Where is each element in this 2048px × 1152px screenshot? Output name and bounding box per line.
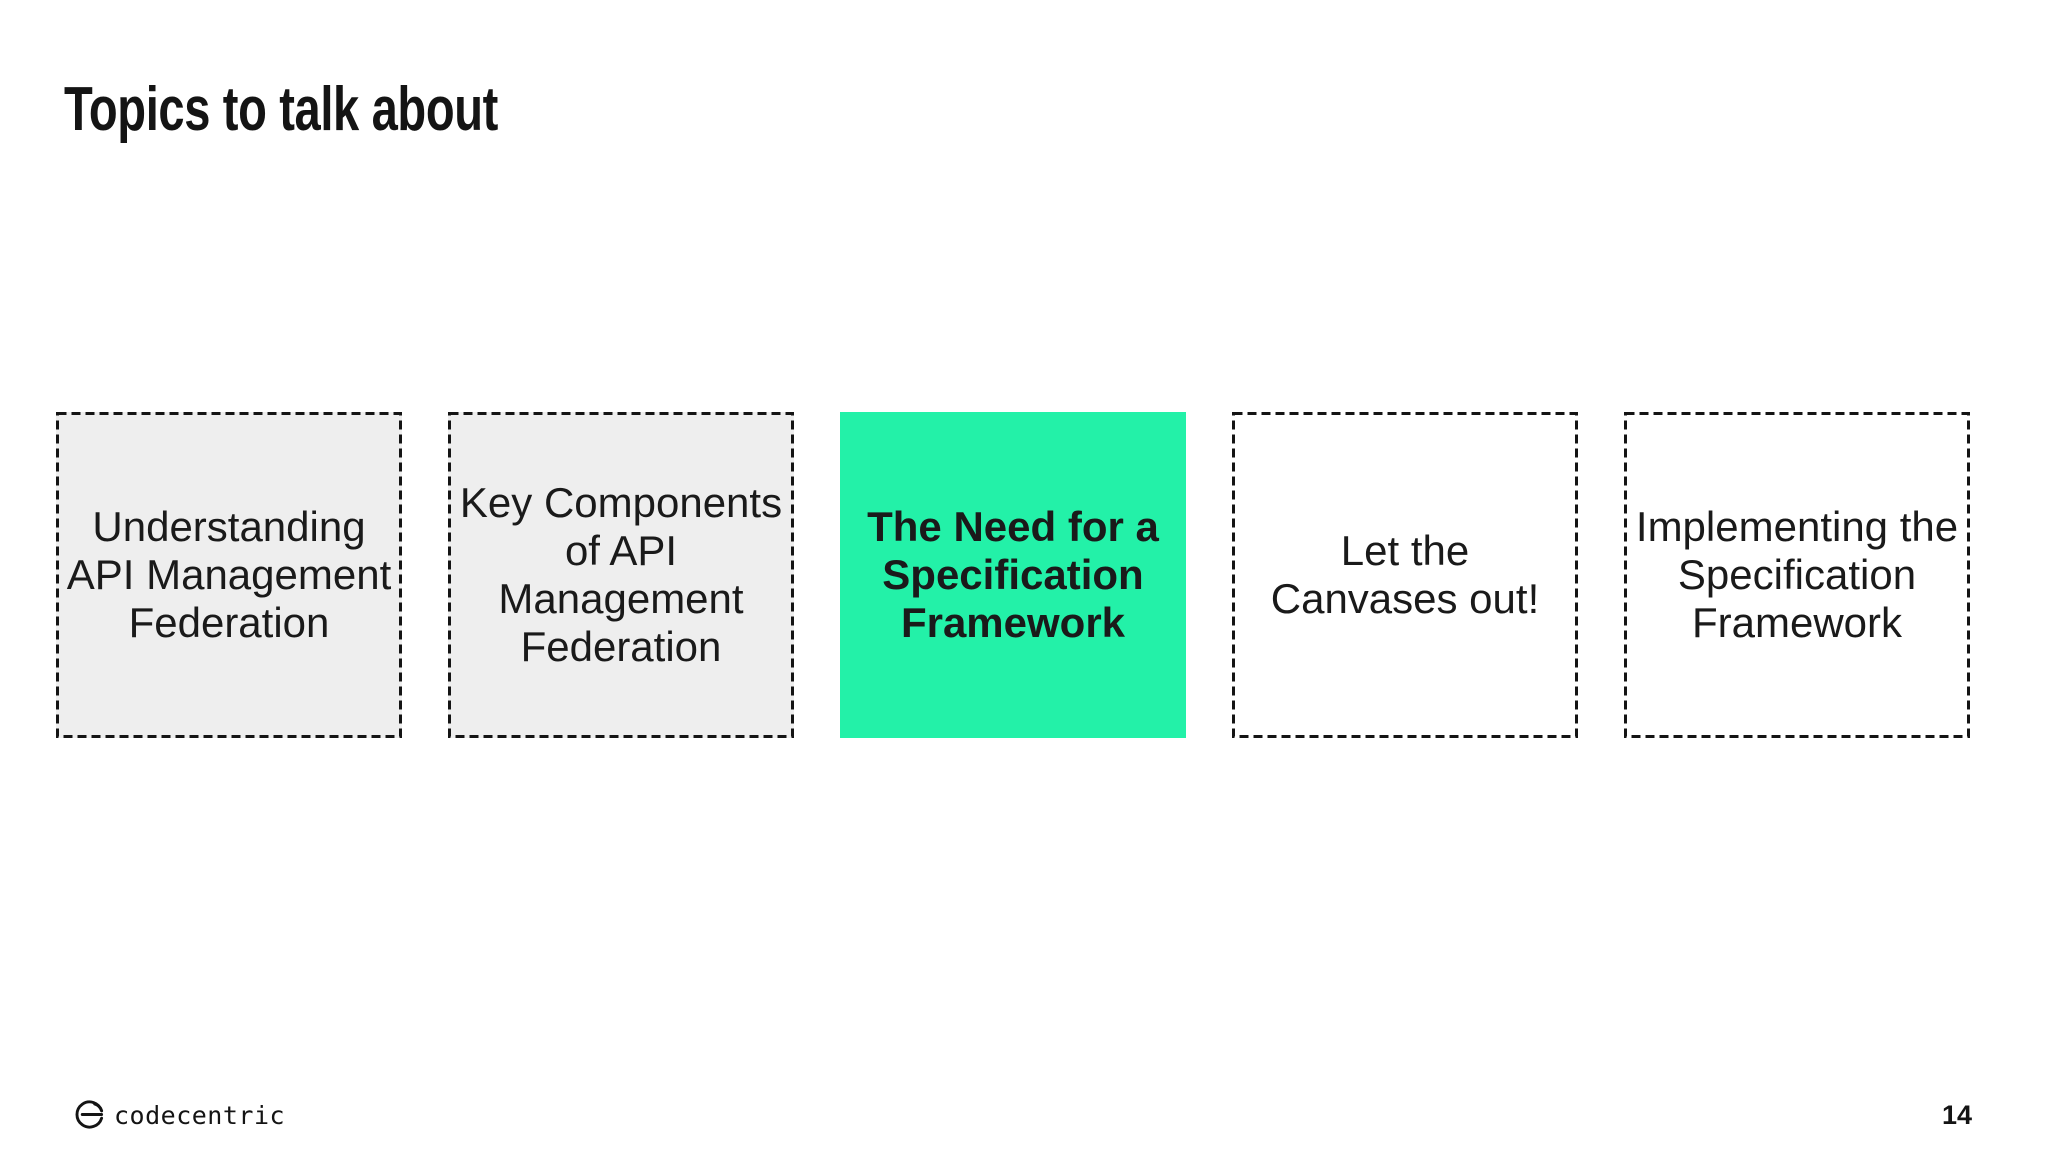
topic-label: Implementing the Specification Framework — [1635, 503, 1959, 646]
topic-label: Let the Canvases out! — [1270, 527, 1540, 622]
topic-box-implementing-specification-framework: Implementing the Specification Framework — [1624, 412, 1970, 738]
codecentric-logo: codecentric — [74, 1096, 285, 1132]
topic-box-understanding-api-management-federation: Understanding API Management Federation — [56, 412, 402, 738]
codecentric-swirl-icon — [75, 1100, 104, 1128]
topic-box-key-components: Key Components of API Management Federat… — [448, 412, 794, 738]
topic-box-need-for-specification-framework-highlighted: The Need for a Specification Framework — [840, 412, 1186, 738]
codecentric-logo-text: codecentric — [114, 1100, 286, 1130]
topic-label: The Need for a Specification Framework — [867, 503, 1159, 646]
slide-title: Topics to talk about — [64, 75, 498, 144]
topics-row: Understanding API Management Federation … — [56, 412, 1970, 738]
page-number: 14 — [1941, 1100, 1972, 1130]
topic-label: Understanding API Management Federation — [66, 503, 392, 646]
topic-label: Key Components of API Management Federat… — [459, 479, 783, 670]
topic-box-let-the-canvases-out: Let the Canvases out! — [1232, 412, 1578, 738]
